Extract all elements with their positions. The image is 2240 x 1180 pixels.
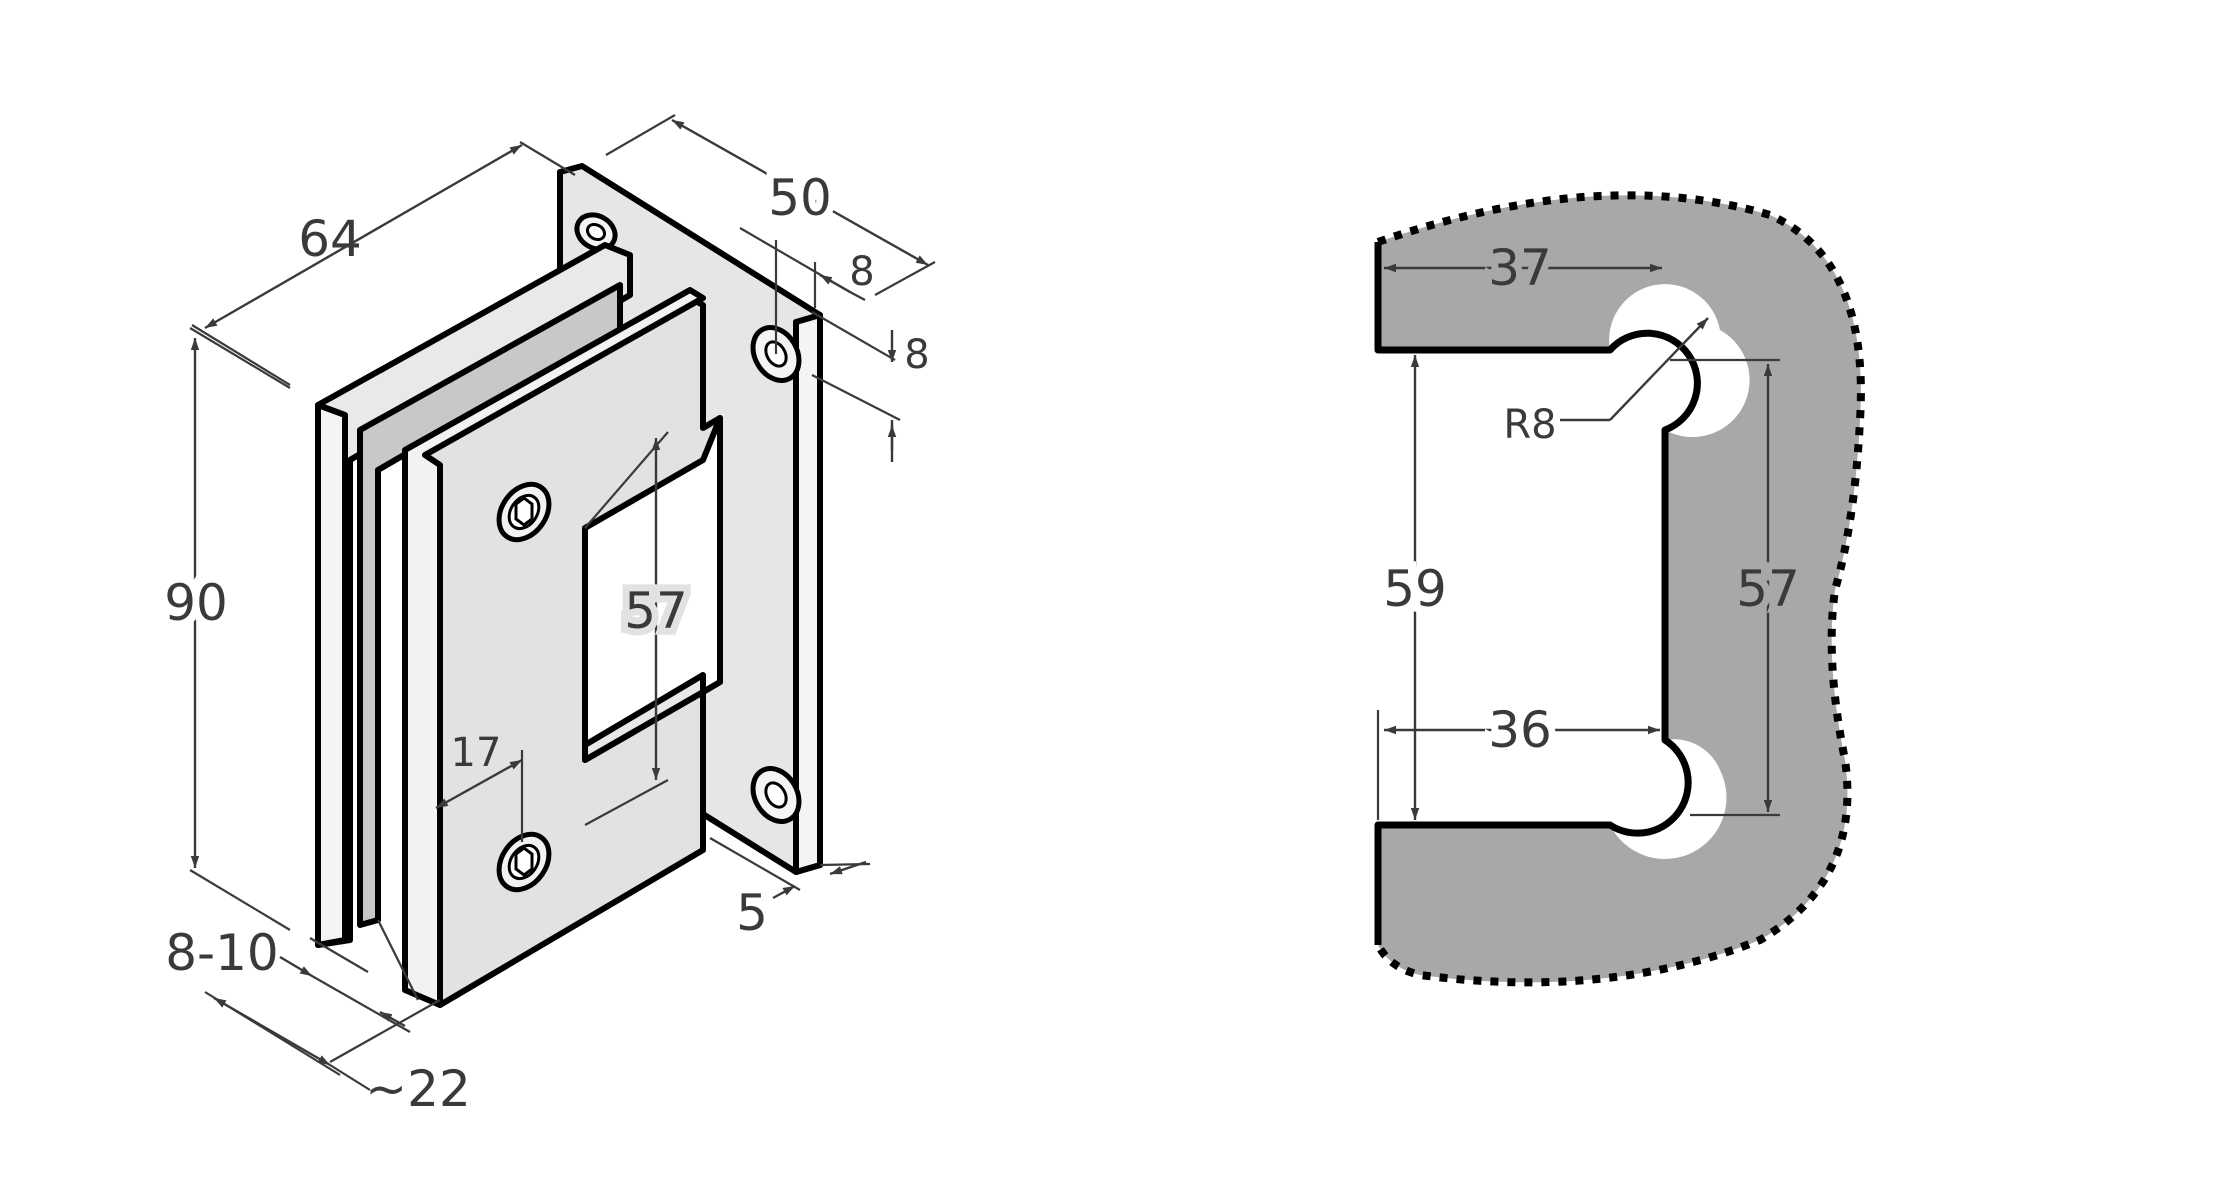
dim-top-length: 37 — [1488, 239, 1552, 297]
dim-opening-height: 59 — [1383, 560, 1447, 618]
dim-line-hole-x — [819, 273, 851, 294]
dim-clamp-width: ~22 — [365, 1060, 471, 1118]
wall-plate-hole-top-left — [574, 212, 618, 252]
dim-hole-y: 8 — [904, 332, 929, 378]
isometric-dimensions: 64 50 90 57 8 — [156, 114, 936, 1118]
section-dimensions: 37 R8 59 57 36 — [1375, 232, 1807, 820]
dim-height: 90 — [164, 574, 228, 632]
screw-bottom — [496, 831, 552, 893]
dim-plate-thickness: 5 — [736, 884, 768, 942]
dim-line-plate-thickness-r — [829, 860, 867, 876]
dim-hole-x: 8 — [849, 249, 874, 295]
dim-line-glass — [279, 955, 313, 978]
isometric-hinge-view: 64 50 90 57 8 — [156, 114, 936, 1118]
dim-line-glass-right — [379, 1010, 406, 1028]
dim-slot-height: 57 — [624, 582, 688, 640]
dim-glass-thickness: 8-10 — [165, 924, 278, 982]
glass-pane — [357, 282, 623, 928]
dim-screw-offset: 17 — [451, 730, 502, 776]
dim-inner-height: 57 — [1736, 560, 1800, 618]
dim-line-plate-thickness — [772, 884, 796, 900]
wall-plate-hole-bottom-right — [750, 766, 802, 824]
dim-line-screw-offset — [435, 758, 523, 810]
section-cut-edge — [1374, 242, 1701, 945]
dim-depth: 50 — [768, 169, 832, 227]
dim-length: 64 — [298, 210, 362, 268]
dim-bottom-length: 36 — [1488, 701, 1552, 759]
section-profile — [1378, 195, 1861, 983]
wall-plate-edge — [793, 312, 823, 875]
section-break-line — [1374, 191, 1865, 987]
dim-line-radius — [1609, 317, 1709, 421]
dim-line-depth — [671, 118, 929, 267]
front-clamp-edge — [402, 287, 706, 1008]
section-view: 37 R8 59 57 36 — [1374, 191, 1865, 987]
screw-top — [496, 481, 552, 543]
dim-line-length — [204, 143, 523, 330]
dim-line-clamp-width — [213, 996, 331, 1067]
dim-radius: R8 — [1503, 402, 1556, 448]
